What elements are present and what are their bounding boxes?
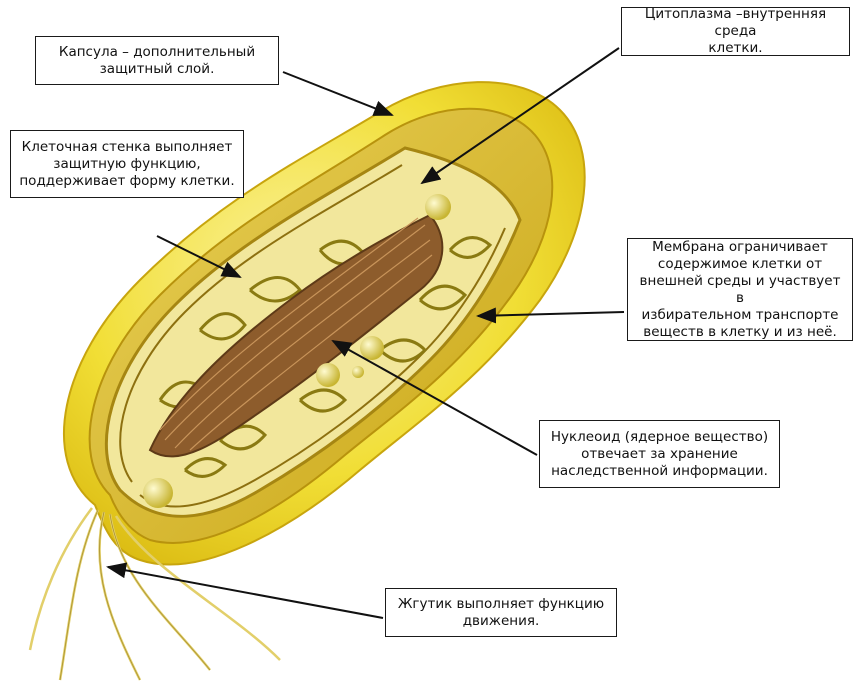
membrane-label-text: Мембрана ограничивает содержимое клетки …: [636, 239, 844, 341]
arrow-flagellum: [108, 567, 383, 618]
cell-wall-label-text: Клеточная стенка выполняет защитную функ…: [19, 139, 234, 190]
capsule-label: Капсула – дополнительный защитный слой.: [35, 36, 279, 85]
capsule-label-text: Капсула – дополнительный защитный слой.: [59, 44, 255, 78]
flagellum-label: Жгутик выполняет функцию движения.: [385, 588, 617, 637]
nucleoid-label: Нуклеоид (ядерное вещество) отвечает за …: [539, 420, 780, 488]
membrane-label: Мембрана ограничивает содержимое клетки …: [627, 238, 853, 341]
cytoplasm-label: Цитоплазма –внутренняя среда клетки.: [621, 7, 850, 56]
arrow-capsule: [283, 72, 392, 115]
cell-wall-label: Клеточная стенка выполняет защитную функ…: [10, 130, 244, 198]
cytoplasm-label-text: Цитоплазма –внутренняя среда клетки.: [630, 6, 841, 57]
nucleoid-label-text: Нуклеоид (ядерное вещество) отвечает за …: [551, 429, 768, 480]
flagellum-label-text: Жгутик выполняет функцию движения.: [398, 596, 604, 630]
